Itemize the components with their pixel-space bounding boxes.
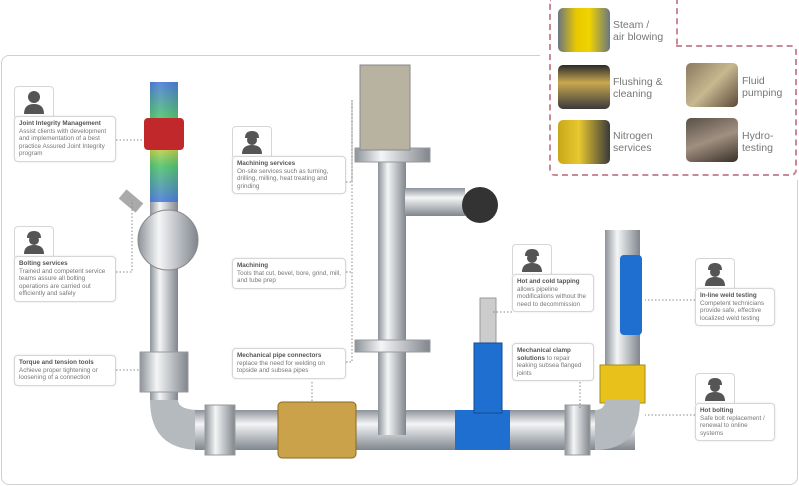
valve-disc: [137, 209, 199, 271]
flushing-cleaning-photo: [558, 65, 610, 109]
worker-hardhat-icon: [232, 126, 272, 157]
center-pipe: [378, 150, 406, 435]
callout-title: Hot and cold tapping: [517, 278, 580, 285]
service-label-steam: Steam /air blowing: [613, 19, 664, 43]
bottom-pipe: [195, 410, 635, 450]
service-label-hydro: Hydro-testing: [742, 130, 774, 154]
dashed-border: [676, 45, 797, 176]
steam-air-blowing-photo: [558, 8, 610, 52]
worker-hardhat-icon: [14, 226, 54, 257]
nitrogen-services-photo: [558, 120, 610, 164]
machining-tool: [359, 64, 411, 151]
callout-title: Hot bolting: [700, 407, 734, 414]
weld-test-tool: [620, 255, 642, 335]
callout-text: Trained and competent service teams assu…: [19, 267, 106, 298]
black-flange: [462, 187, 498, 223]
tapping-machine: [473, 342, 503, 414]
callout-mechanical-clamp: Mechanical clamp solutions to repair lea…: [512, 343, 594, 382]
callout-text: replace the need for welding on topside …: [237, 359, 325, 375]
callout-text: Assist clients with development and impl…: [19, 127, 107, 158]
red-flange: [144, 118, 184, 150]
manager-icon: [14, 86, 54, 117]
fluid-pumping-photo: [686, 63, 738, 107]
left-flange: [139, 351, 189, 393]
callout-text: allows pipeline modifications without th…: [517, 285, 586, 308]
callout-title: In-line weld testing: [700, 292, 757, 299]
worker-hardhat-icon: [695, 258, 735, 289]
brass-connector: [277, 401, 357, 459]
callout-title: Joint Integrity Management: [19, 120, 101, 127]
callout-title: Machining: [237, 262, 269, 269]
blue-clamp-section: [455, 410, 510, 450]
service-label-flushing: Flushing &cleaning: [613, 76, 663, 100]
worker-hardhat-icon: [512, 244, 552, 275]
worker-hardhat-icon: [695, 373, 735, 404]
callout-text: On-site services such as turning, drilli…: [237, 167, 329, 190]
callout-text: Achieve proper tightening or loosening o…: [19, 366, 98, 382]
callout-text: Tools that cut, bevel, bore, grind, mill…: [237, 269, 341, 285]
callout-title: Machining services: [237, 160, 296, 167]
diagram-panel: [1, 55, 798, 485]
callout-title: Mechanical pipe connectors: [237, 352, 322, 359]
yellow-hot-bolt-flange: [599, 364, 646, 404]
callout-title: Bolting services: [19, 260, 68, 267]
callout-text: Safe bolt replacement / renewal to onlin…: [700, 414, 765, 437]
callout-text: Competent technicians provide safe, effe…: [700, 299, 765, 322]
callout-title: Mechanical clamp solutions: [517, 347, 571, 362]
hydro-testing-photo: [686, 118, 738, 162]
callout-title: Torque and tension tools: [19, 359, 94, 366]
callout-text: to repair leaking subsea flanged joints: [517, 354, 582, 377]
services-panel: Steam /air blowing Flushing &cleaning Fl…: [540, 0, 799, 180]
